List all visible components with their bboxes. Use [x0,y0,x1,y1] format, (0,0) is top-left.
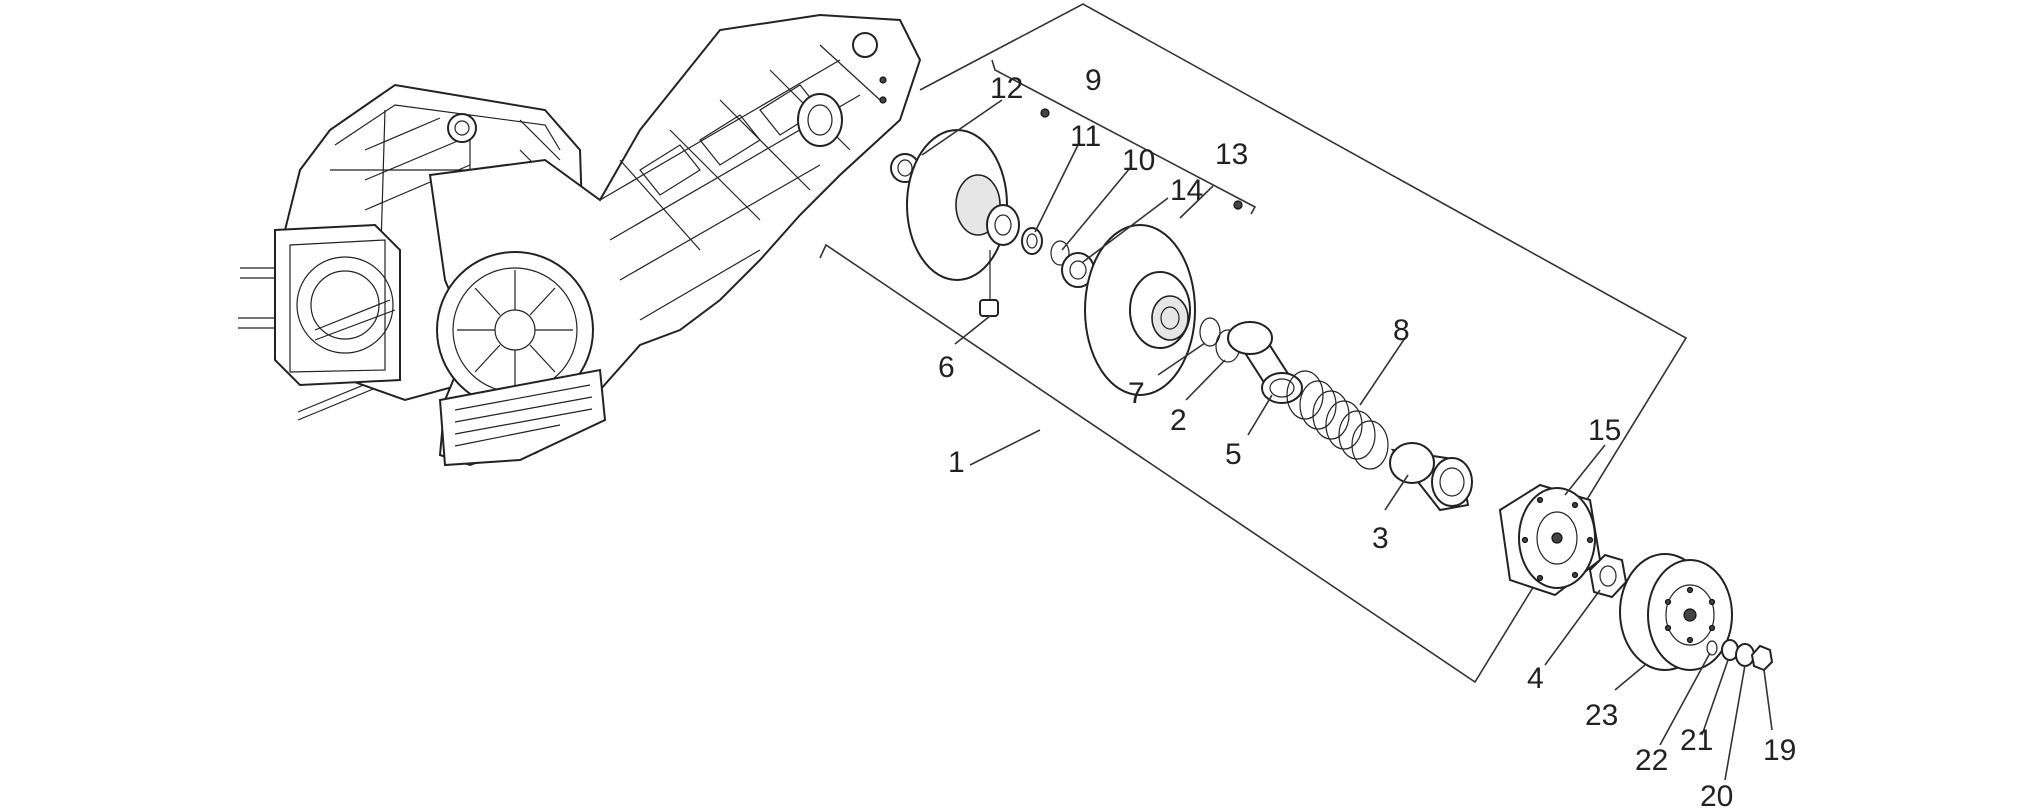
part-22-washer [1706,640,1718,656]
callout-23: 23 [1585,699,1618,732]
subgroup-bracket-lines [991,59,1257,215]
callout-9: 9 [1085,64,1102,97]
callout-13: 13 [1215,138,1248,171]
leader-lines [921,99,1773,781]
part-8-spring [1286,370,1389,470]
callout-15: 15 [1588,414,1621,447]
callout-20: 20 [1700,780,1733,811]
part-5-sleeve [1227,321,1303,404]
callout-14: 14 [1170,174,1203,207]
part-19-nut [1750,644,1774,672]
callout-10: 10 [1122,144,1155,177]
part-10-washer [1050,240,1070,266]
callout-21: 21 [1680,724,1713,757]
callout-19: 19 [1763,734,1796,767]
callout-7: 7 [1128,377,1145,410]
part-23-clutch-bell [1619,553,1733,671]
engine-crankcase [238,13,922,467]
part-15-clutch [1498,483,1602,597]
callout-1: 1 [948,446,965,479]
callout-6: 6 [938,351,955,384]
part-movable-pulley-half [1084,200,1243,396]
callout-4: 4 [1527,662,1544,695]
part-drive-pulley-half [906,108,1050,281]
part-7-o-ring [1199,317,1221,347]
callout-5: 5 [1225,438,1242,471]
callout-12: 12 [990,72,1023,105]
callout-3: 3 [1372,522,1389,555]
callout-8: 8 [1393,314,1410,347]
part-11-ring [1021,227,1043,255]
callout-labels: 1 2 3 4 5 6 7 8 9 10 11 12 13 14 15 19 2… [938,64,1796,811]
part-14-spacer [1061,252,1095,288]
callout-11: 11 [1070,120,1101,153]
part-3-cup [1389,442,1473,512]
callout-22: 22 [1635,744,1668,777]
callout-2: 2 [1170,404,1187,437]
